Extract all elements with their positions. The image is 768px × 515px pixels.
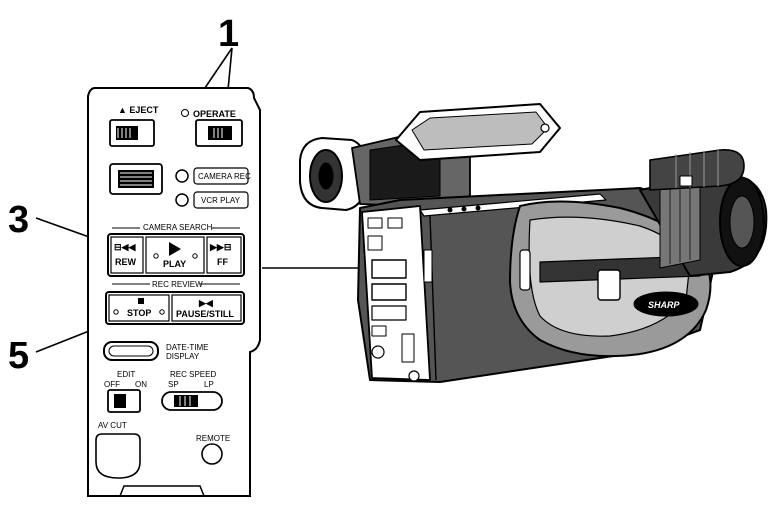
edit-on-label: ON [135, 380, 147, 389]
rec-review-label: REC REVIEW [152, 280, 203, 289]
callout-1: 1 [218, 13, 239, 55]
date-time-label-1: DATE-TIME [166, 343, 209, 352]
ff-label: FF [217, 257, 228, 267]
edit-label: EDIT [117, 370, 135, 379]
av-cut-jack-cover[interactable] [95, 433, 141, 479]
vcr-play-label: VCR PLAY [201, 196, 241, 205]
remote-label: REMOTE [196, 434, 230, 443]
stop-icon [138, 298, 144, 304]
camcorder-body [299, 103, 768, 383]
vcr-play-lamp-icon [175, 193, 189, 207]
pause-still-icon: ▶◀ [198, 298, 214, 308]
ff-icon: ▶▶⊟ [209, 242, 231, 252]
pause-still-button[interactable] [171, 294, 242, 322]
pause-still-label: PAUSE/STILL [176, 309, 234, 319]
date-time-label-2: DISPLAY [166, 352, 200, 361]
rew-button[interactable] [110, 236, 144, 274]
stop-label: STOP [127, 308, 151, 318]
control-panel: ▲ EJECT OPERATE CAMERA REC VCR PLAY CAME [87, 87, 261, 497]
camera-search-label: CAMERA SEARCH [143, 223, 213, 232]
camera-rec-label: CAMERA REC [198, 172, 251, 181]
rec-speed-sp-label: SP [168, 380, 179, 389]
play-label: PLAY [163, 259, 186, 269]
operate-lamp-icon [181, 109, 189, 117]
av-cut-label: AV CUT [98, 421, 127, 430]
camera-rec-lamp-icon [175, 169, 189, 183]
rew-label: REW [115, 257, 137, 267]
callout-5: 5 [8, 335, 29, 377]
rec-speed-label: REC SPEED [170, 370, 216, 379]
rew-icon: ⊟◀◀ [114, 242, 136, 252]
remote-sensor-icon [201, 443, 223, 465]
eject-label: ▲ EJECT [118, 105, 159, 115]
callout-3: 3 [8, 199, 29, 241]
ff-button[interactable] [206, 236, 242, 274]
rec-speed-lp-label: LP [204, 380, 214, 389]
operate-label: OPERATE [193, 109, 236, 119]
brand-badge: SHARP [648, 300, 681, 310]
edit-off-label: OFF [104, 380, 120, 389]
play-icon [169, 242, 181, 256]
